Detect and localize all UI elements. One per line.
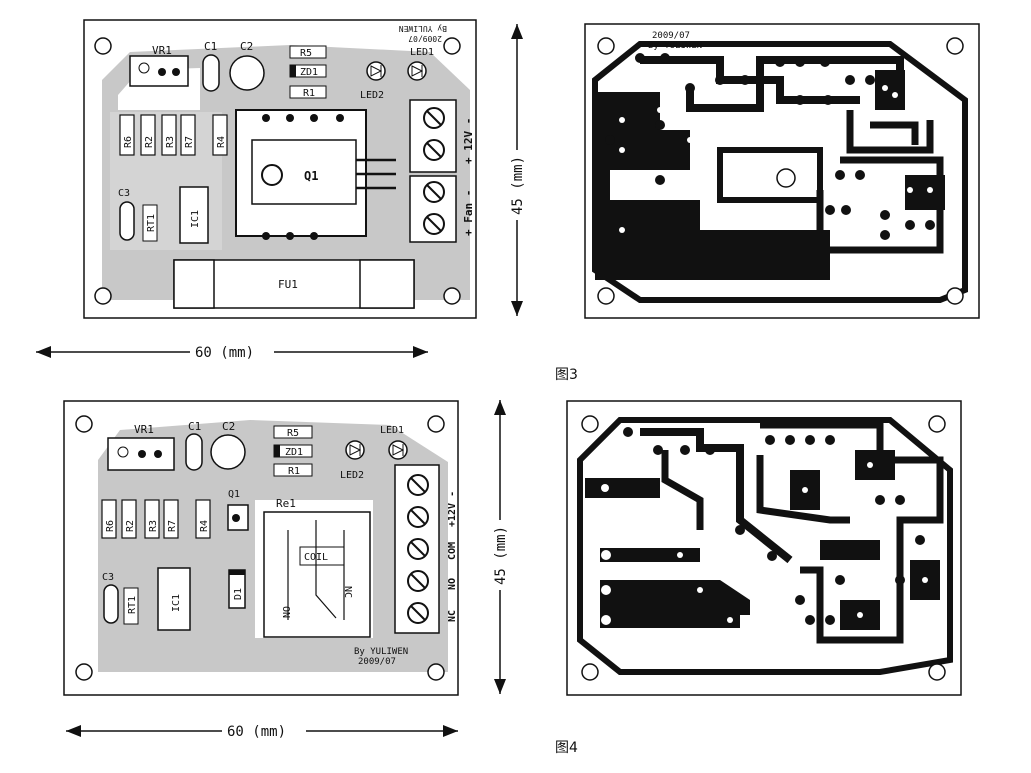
- fig3-c1-label: C1: [204, 40, 217, 53]
- fig3-q1-label: Q1: [304, 169, 318, 183]
- fig3-copper-board: 2009/07 By YULIWEN: [584, 23, 980, 319]
- fig4-no-label: NO: [447, 578, 458, 590]
- fig4-led1-label: LED1: [380, 425, 404, 436]
- fig3-led2-label: LED2: [360, 90, 384, 101]
- fig3-copper-credit-line2: By YULIWEN: [648, 41, 702, 51]
- fig3-silk-credit-line1: 2009/07: [408, 34, 442, 43]
- fig4-copper-board: [566, 400, 962, 696]
- fig4-zd1-label: ZD1: [285, 447, 303, 458]
- fig4-height-dim-label: 45 (mm): [493, 526, 509, 585]
- fig4-credit-line1: By YULIWEN: [354, 647, 408, 657]
- fig3-zd1-label: ZD1: [300, 67, 318, 78]
- fig3-c3-label: C3: [118, 188, 130, 199]
- fig3-copper-credit-line1: 2009/07: [652, 31, 690, 41]
- fig3-component-board: VR1 C1 C2 R5 ZD1 R1 2009/07 By YULIWEN L…: [83, 19, 477, 319]
- fig3-r6-label: R6: [123, 136, 134, 148]
- fig3-r3-label: R3: [165, 136, 176, 148]
- fig4-vr1-label: VR1: [134, 423, 154, 436]
- fig3-r1-label: R1: [303, 88, 315, 99]
- fig3-r4-label: R4: [216, 136, 227, 148]
- fig4-q1-label: Q1: [228, 489, 240, 500]
- fig4-credit-line2: 2009/07: [358, 657, 396, 667]
- fig3-caption: 图3: [555, 367, 578, 383]
- fig4-width-dim-label: 60 (mm): [227, 724, 286, 740]
- fig4-r4-label: R4: [199, 520, 210, 532]
- fig3-vr1-label: VR1: [152, 44, 172, 57]
- fig3-fu1-label: FU1: [278, 278, 298, 291]
- fig4-relay-on-label: ON: [280, 606, 291, 618]
- fig4-c3-label: C3: [102, 572, 114, 583]
- fig3-led1-label: LED1: [410, 47, 434, 58]
- fig3-width-dim-label: 60 (mm): [195, 345, 254, 361]
- fig4-relay-nc-label: NC: [342, 586, 353, 598]
- fig4-component-board: VR1 C1 C2 R5 ZD1 R1 LED1 LED2 R6 R2 R3 R…: [63, 400, 459, 696]
- fig3-fan-label: + Fan -: [462, 190, 475, 236]
- fig3-12v-label: + 12V -: [462, 118, 475, 164]
- fig4-r2-label: R2: [125, 520, 136, 532]
- fig3-height-dim-label: 45 (mm): [510, 156, 526, 215]
- fig3-r2-label: R2: [144, 136, 155, 148]
- fig4-c2-label: C2: [222, 420, 235, 433]
- fig4-c1-label: C1: [188, 420, 201, 433]
- fig4-rt1-label: RT1: [127, 596, 138, 614]
- fig4-caption: 图4: [555, 740, 578, 756]
- fig3-rt1-label: RT1: [146, 214, 157, 232]
- fig4-ic1-label: IC1: [171, 594, 182, 612]
- fig3-silk-credit-line2: By YULIWEN: [399, 24, 447, 33]
- fig4-r3-label: R3: [148, 520, 159, 532]
- fig4-r7-label: R7: [167, 520, 178, 532]
- fig4-r5-label: R5: [287, 428, 299, 439]
- fig4-com-label: COM: [447, 542, 458, 560]
- fig4-led2-label: LED2: [340, 470, 364, 481]
- fig3-r7-label: R7: [184, 136, 195, 148]
- fig4-re1-label: Re1: [276, 497, 296, 510]
- fig3-c2-label: C2: [240, 40, 253, 53]
- fig4-r6-label: R6: [105, 520, 116, 532]
- fig4-nc-label: NC: [447, 610, 458, 622]
- fig4-12v-label: +12V -: [447, 491, 458, 527]
- fig4-r1-label: R1: [288, 466, 300, 477]
- fig3-r5-label: R5: [300, 48, 312, 59]
- fig4-d1-label: D1: [233, 588, 244, 600]
- fig3-ic1-label: IC1: [190, 210, 201, 228]
